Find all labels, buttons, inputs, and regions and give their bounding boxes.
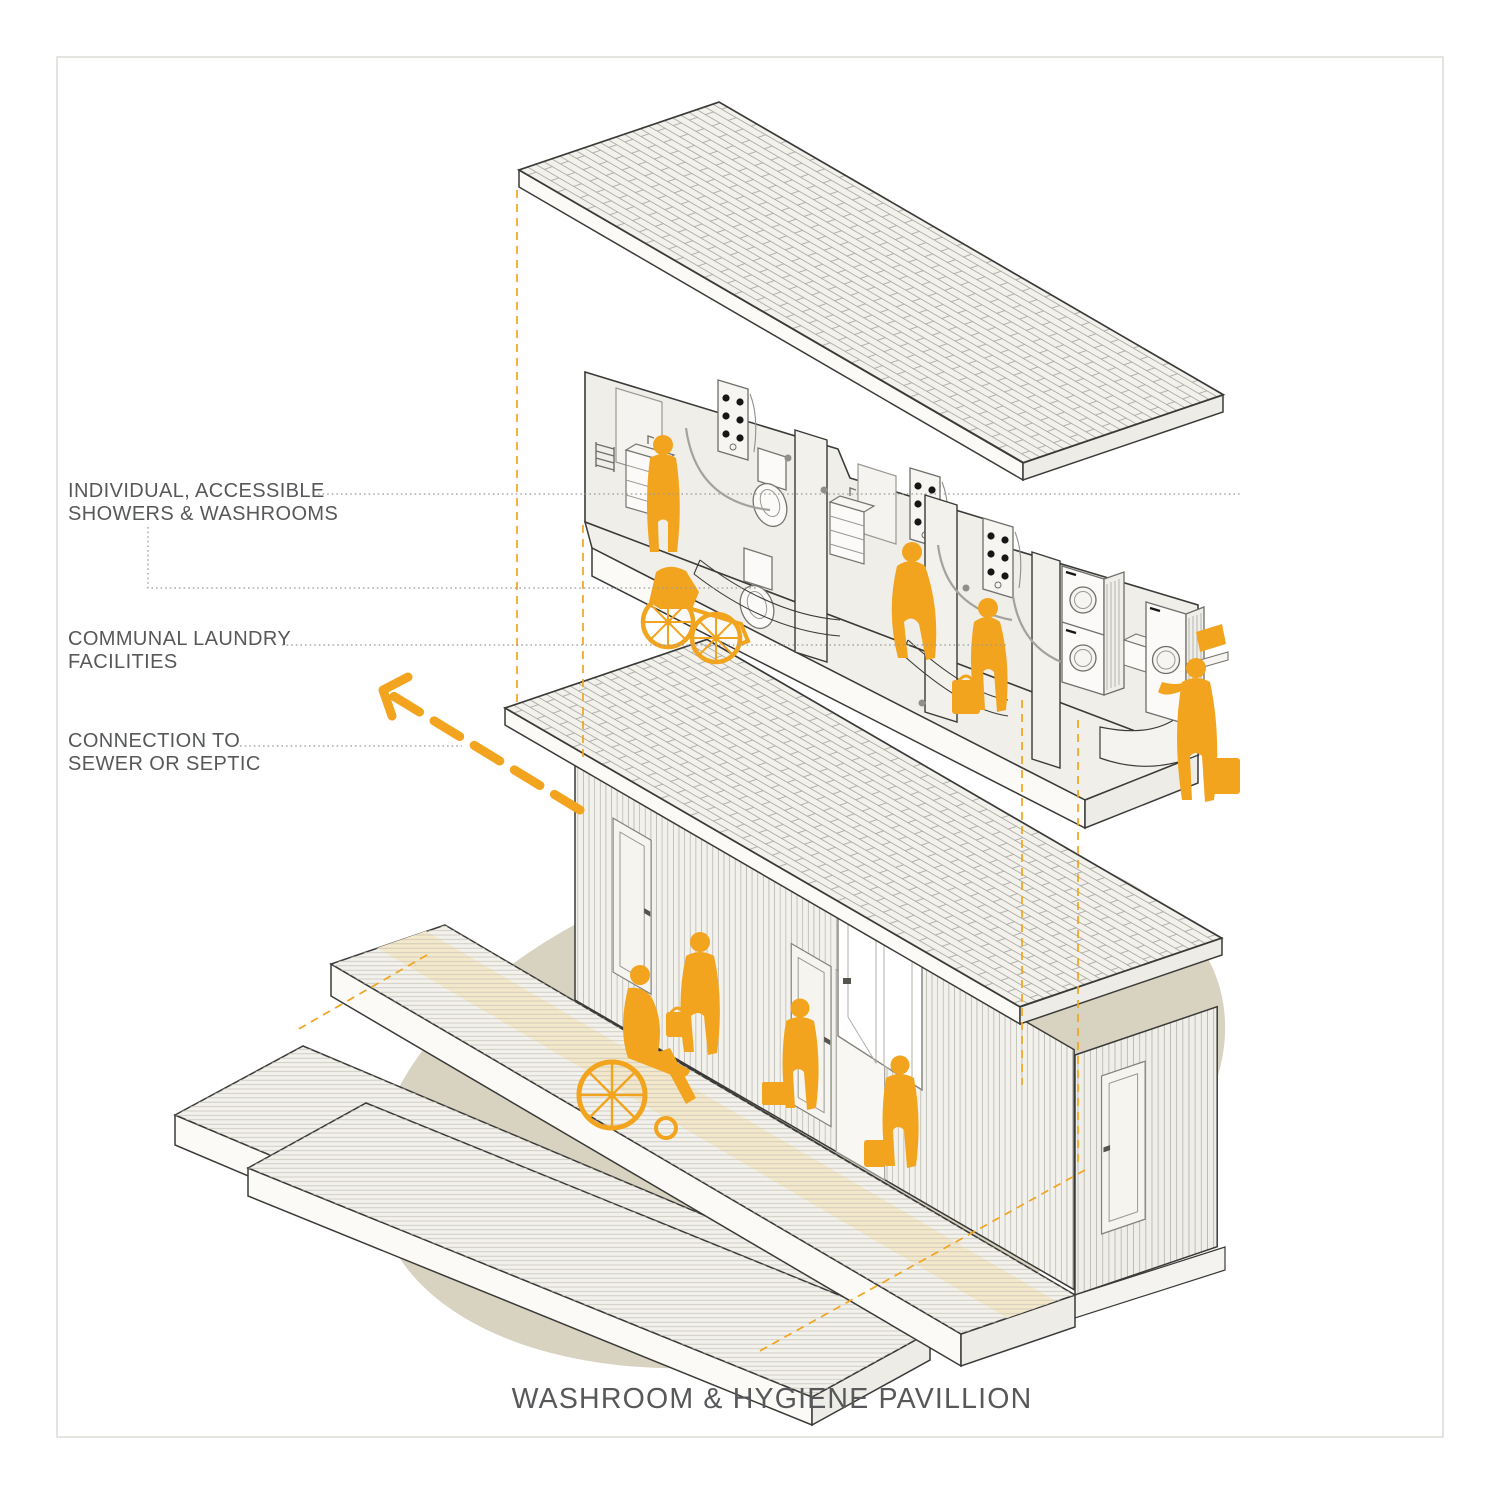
facade-wall bbox=[575, 760, 1074, 1290]
label-laundry-line2: FACILITIES bbox=[68, 651, 178, 673]
door-handle-icon bbox=[843, 978, 851, 984]
partition-3 bbox=[1031, 551, 1061, 769]
figures-interior bbox=[640, 435, 1240, 802]
label-laundry-line1: COMMUNAL LAUNDRY bbox=[68, 628, 291, 650]
walkway-deck bbox=[329, 924, 1077, 1368]
stacked-washer-dryer-1 bbox=[1061, 565, 1125, 696]
person-with-bag-at-far-door bbox=[864, 1055, 919, 1168]
laundry-end-counter bbox=[1099, 693, 1199, 767]
wheelchair bbox=[640, 566, 751, 665]
person-at-accessible-sink bbox=[647, 435, 680, 552]
page-frame bbox=[56, 56, 1444, 1438]
laundry-basket-icon bbox=[1196, 624, 1226, 652]
wheelchair-user-on-ramp bbox=[576, 965, 696, 1140]
person-in-shower-stall bbox=[891, 542, 937, 660]
toilet-2 bbox=[739, 547, 775, 630]
shower-panel-1 bbox=[717, 379, 757, 461]
roof-panel bbox=[519, 102, 1223, 482]
label-showers-line1: INDIVIDUAL, ACCESSIBLE bbox=[68, 480, 325, 502]
explosion-alignment-lines bbox=[296, 190, 1086, 1353]
person-with-briefcase bbox=[762, 998, 819, 1110]
end-wall bbox=[1075, 1007, 1217, 1295]
sewer-connection-arrow bbox=[378, 672, 585, 815]
door-end bbox=[1102, 1061, 1146, 1234]
label-sewer-line2: SEWER OR SEPTIC bbox=[68, 753, 261, 775]
leader-lines bbox=[147, 493, 1240, 747]
floor-drains bbox=[784, 454, 970, 707]
door-handle-icon bbox=[1103, 1145, 1111, 1153]
label-showers-line2: SHOWERS & WASHROOMS bbox=[68, 503, 338, 525]
towel-rack-icon bbox=[595, 442, 615, 472]
pavilion-building bbox=[329, 639, 1226, 1368]
annotation-labels: INDIVIDUAL, ACCESSIBLE SHOWERS & WASHROO… bbox=[68, 480, 338, 775]
door-handle-icon bbox=[644, 908, 651, 917]
label-sewer-line1: CONNECTION TO bbox=[68, 730, 240, 752]
partition-1 bbox=[794, 429, 828, 663]
access-ramp bbox=[173, 1045, 932, 1427]
building-roof bbox=[505, 639, 1222, 1026]
figures-on-deck bbox=[576, 932, 919, 1168]
person-with-suitcase bbox=[952, 598, 1008, 714]
shower-panel-3 bbox=[982, 517, 1022, 599]
diagram-title: WASHROOM & HYGIENE PAVILLION bbox=[512, 1383, 1033, 1415]
door-handle-icon bbox=[824, 1036, 831, 1046]
person-loading-laundry bbox=[1158, 658, 1240, 802]
washroom-interior-layer bbox=[583, 370, 1240, 830]
vanity-stall2 bbox=[828, 487, 876, 565]
person-with-handbag-on-deck bbox=[666, 932, 720, 1055]
door-left bbox=[613, 818, 651, 994]
